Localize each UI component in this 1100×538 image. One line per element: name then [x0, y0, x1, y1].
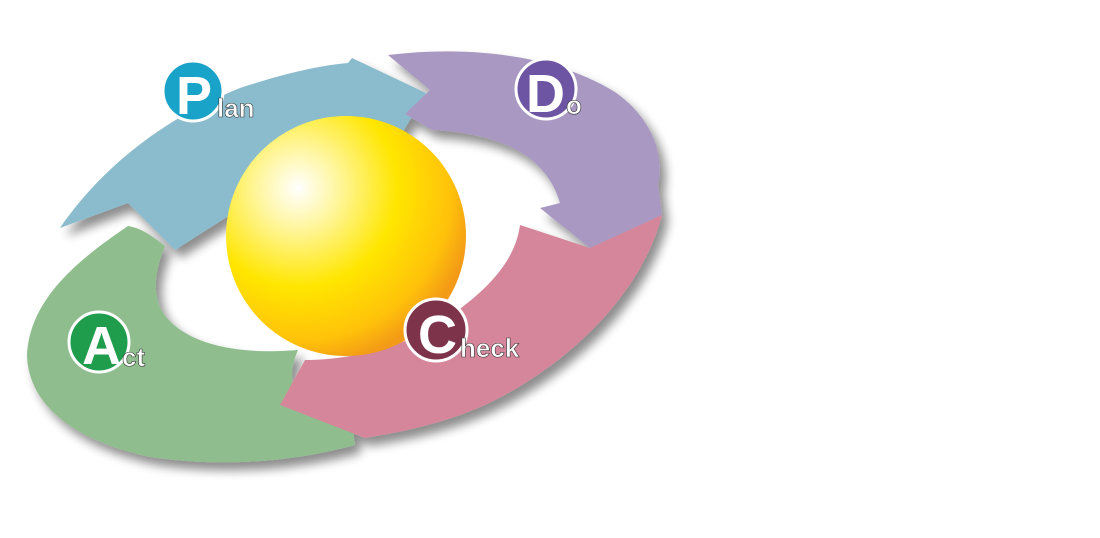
act-badge	[67, 310, 131, 374]
act-arrow	[27, 226, 355, 463]
plan-arrow	[60, 58, 426, 250]
do-initial: D	[526, 64, 565, 124]
do-rest: o	[566, 90, 582, 120]
plan-label-group: P lan	[161, 59, 255, 126]
do-arrow	[388, 51, 662, 248]
plan-badge	[161, 59, 225, 123]
do-label-group: D o	[514, 57, 582, 124]
center-sphere	[226, 116, 466, 356]
act-rest: ct	[122, 342, 145, 372]
check-badge	[403, 297, 469, 363]
plan-rest: lan	[217, 93, 255, 123]
act-initial: A	[82, 316, 121, 376]
check-arrow	[280, 215, 662, 438]
check-label-group: C heck	[403, 297, 520, 365]
do-badge	[514, 57, 578, 121]
act-label-group: A ct	[67, 310, 146, 376]
plan-initial: P	[176, 66, 212, 126]
check-rest: heck	[460, 333, 520, 363]
check-initial: C	[418, 305, 457, 365]
